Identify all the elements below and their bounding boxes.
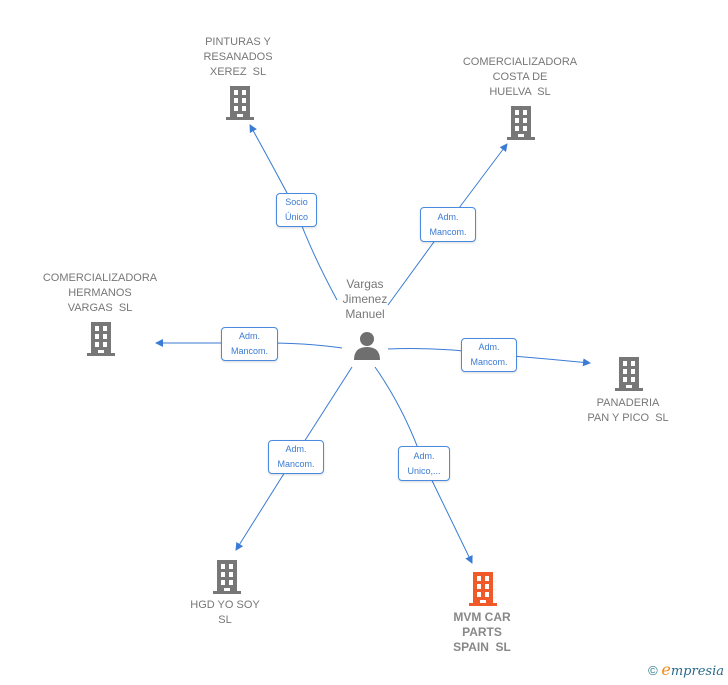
company-name-pinturas[interactable]: PINTURAS Y RESANADOS XEREZ SL bbox=[203, 36, 273, 78]
edge-label-line2: Mancom. bbox=[230, 346, 268, 356]
edge-label-line2: Mancom. bbox=[470, 357, 508, 367]
company-name-mvm[interactable]: MVM CAR PARTS SPAIN SL bbox=[453, 610, 511, 654]
logo-e: e bbox=[661, 660, 671, 679]
building-icon-costa[interactable] bbox=[506, 105, 536, 140]
edge-label-costa[interactable]: Adm. Mancom. bbox=[420, 207, 476, 242]
building-icon-hgd[interactable] bbox=[212, 559, 242, 594]
building-icon-hermanos[interactable] bbox=[86, 321, 116, 356]
edge-label-line1: Adm. bbox=[238, 331, 260, 341]
building-icon-pinturas[interactable] bbox=[225, 85, 255, 120]
edge-label-line1: Adm. bbox=[478, 342, 500, 352]
company-name-hermanos[interactable]: COMERCIALIZADORA HERMANOS VARGAS SL bbox=[42, 272, 158, 314]
copyright-symbol: © bbox=[648, 663, 658, 678]
company-name-costa[interactable]: COMERCIALIZADORA COSTA DE HUELVA SL bbox=[462, 56, 578, 98]
edge-label-line2: Único bbox=[284, 212, 308, 222]
edge-label-hgd[interactable]: Adm. Mancom. bbox=[268, 440, 324, 474]
person-name[interactable]: Vargas Jimenez Manuel bbox=[342, 277, 388, 321]
edge-label-mvm[interactable]: Adm. Unico,... bbox=[398, 446, 450, 481]
building-icon-mvm[interactable] bbox=[468, 571, 498, 606]
company-name-panaderia[interactable]: PANADERIA PAN Y PICO SL bbox=[587, 397, 669, 424]
edge-label-panaderia[interactable]: Adm. Mancom. bbox=[461, 338, 517, 372]
edge-label-hermanos[interactable]: Adm. Mancom. bbox=[221, 327, 278, 361]
building-icon-panaderia[interactable] bbox=[614, 356, 644, 391]
edge-label-line1: Adm. bbox=[285, 444, 307, 454]
edge-label-line2: Unico,... bbox=[407, 465, 441, 476]
empresia-logo[interactable]: © empresia bbox=[648, 660, 724, 679]
edge-label-line2: Mancom. bbox=[429, 226, 467, 237]
person-icon[interactable] bbox=[352, 330, 382, 360]
edge-label-line1: Socio bbox=[285, 197, 308, 207]
company-name-hgd[interactable]: HGD YO SOY SL bbox=[190, 599, 260, 626]
edge-label-line1: Adm. bbox=[413, 450, 435, 461]
logo-text: mpresia bbox=[670, 664, 724, 679]
edge-label-line1: Adm. bbox=[437, 211, 459, 222]
edge-label-line2: Mancom. bbox=[277, 459, 315, 469]
